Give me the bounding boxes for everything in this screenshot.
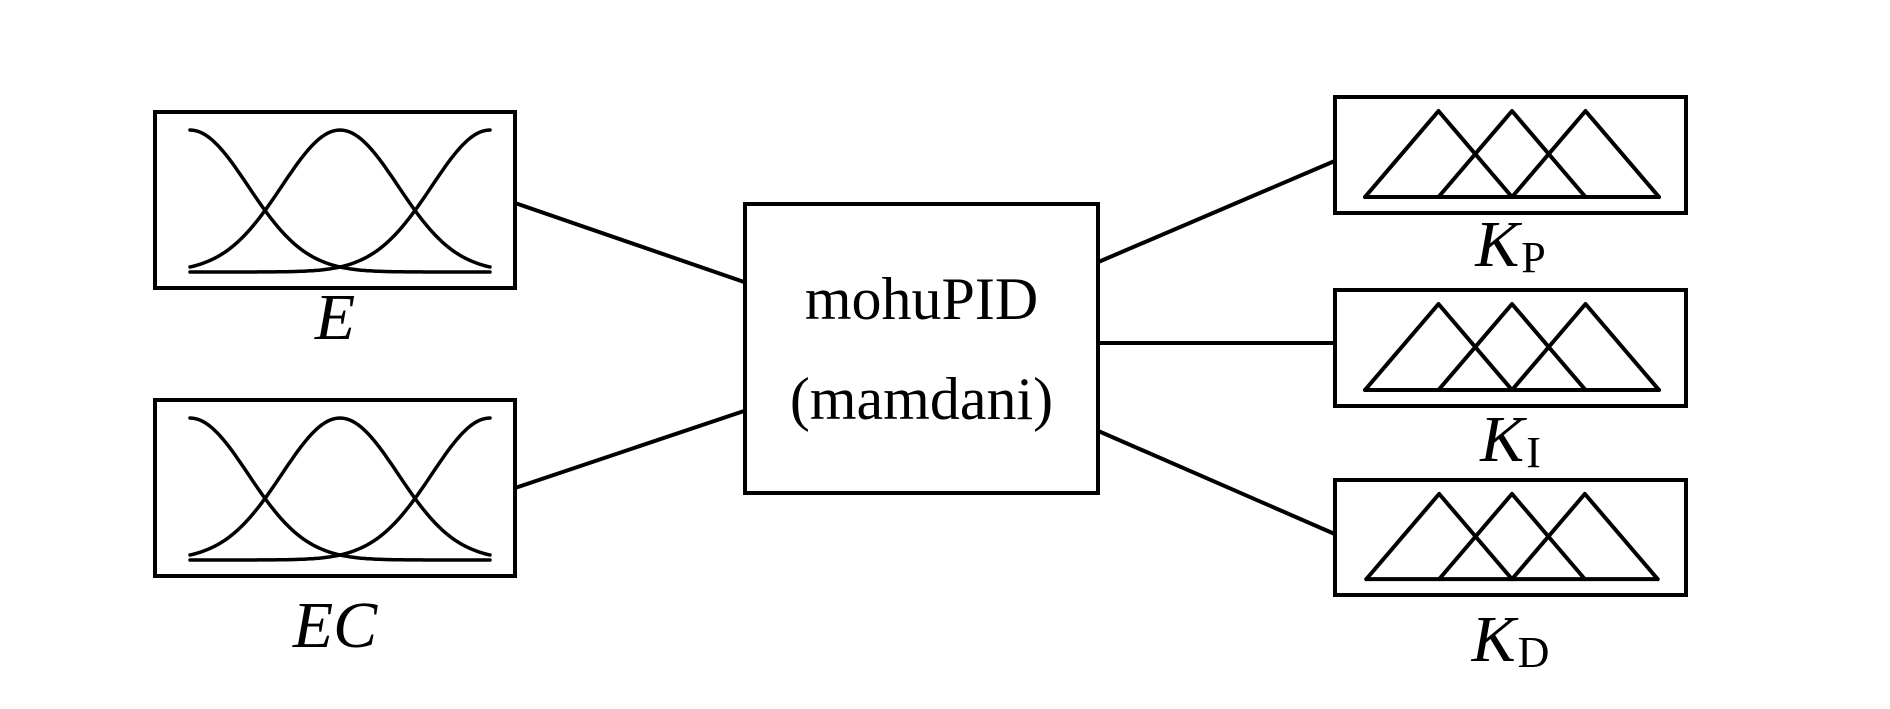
label-e-text: E [314,281,356,354]
label-kp-subscript: P [1521,233,1546,283]
label-ec: EC [153,593,517,659]
label-kd-main: K [1471,603,1516,676]
gaussian-membership-icon [188,128,492,274]
connector-controller-to-kp [1095,158,1338,265]
input-box-ec [153,398,517,578]
label-ki-subscript: I [1526,428,1541,478]
output-box-ki [1333,288,1688,408]
controller-box: mohuPID (mamdani) [743,202,1100,495]
output-box-kp [1333,95,1688,215]
label-ki-main: K [1480,403,1525,476]
output-box-kd [1333,478,1688,597]
controller-title: mohuPID [804,265,1039,332]
label-ki: KI [1333,407,1688,475]
label-kp-main: K [1475,208,1520,281]
label-kd-subscript: D [1517,628,1550,678]
label-ec-text: EC [292,589,378,662]
connector-ec-to-controller [514,408,748,490]
input-box-e [153,110,517,290]
triangle-membership-icon [1364,491,1660,582]
label-e: E [153,285,517,351]
connector-controller-to-kd [1095,428,1338,537]
connector-e-to-controller [514,201,748,285]
triangle-membership-icon [1363,302,1661,392]
gaussian-membership-icon [188,416,492,562]
controller-subtitle: (mamdani) [789,365,1054,432]
triangle-membership-icon [1363,109,1661,199]
label-kd: KD [1333,607,1688,675]
label-kp: KP [1333,212,1688,280]
